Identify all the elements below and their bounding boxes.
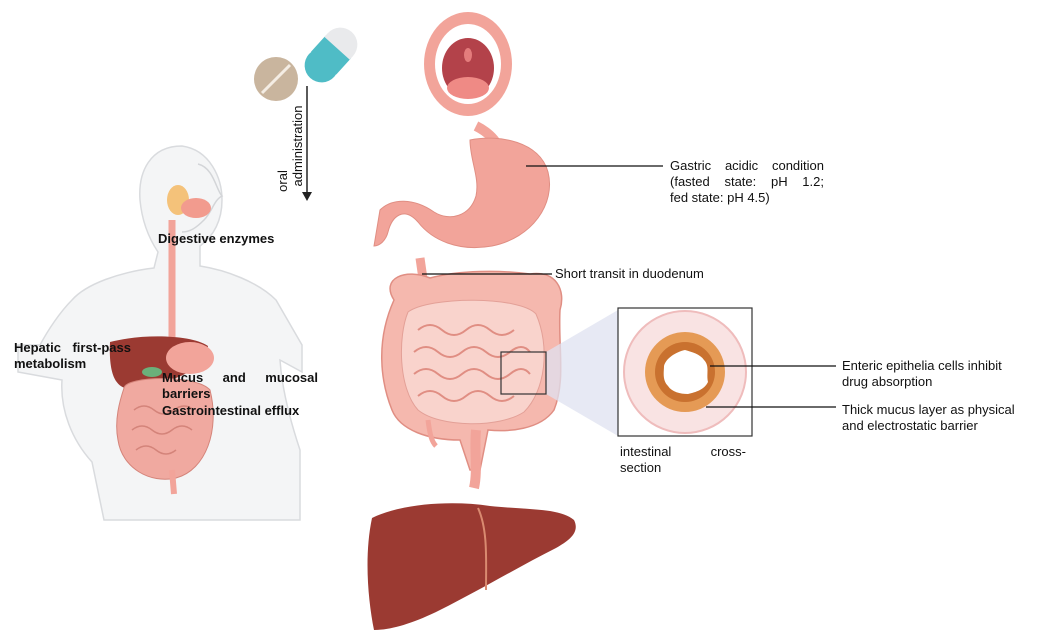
body-rectum xyxy=(172,470,174,494)
mouth-illustration xyxy=(424,12,512,116)
cross-section-label-1: intestinal cross- xyxy=(620,444,746,460)
gastric-label-3: fed state: pH 4.5) xyxy=(670,190,770,206)
oral-administration-label-2: administration xyxy=(290,96,305,196)
liver-illustration xyxy=(368,503,576,630)
pills-illustration xyxy=(254,21,364,101)
tongue xyxy=(447,77,489,99)
digestive-enzymes-label: Digestive enzymes xyxy=(158,231,274,247)
enteric-label-1: Enteric epithelia cells inhibit xyxy=(842,358,1002,374)
gastric-label-2: (fasted state: pH 1.2; xyxy=(670,174,824,190)
stomach-illustration xyxy=(374,126,550,248)
human-body-figure xyxy=(18,146,302,520)
cross-section-label-2: section xyxy=(620,460,661,476)
mucus-layer-label-1: Thick mucus layer as physical xyxy=(842,402,1015,418)
oral-administration-label-1: oral xyxy=(275,166,290,196)
uvula xyxy=(464,48,472,62)
hepatic-label-1: Hepatic first-pass xyxy=(14,340,131,356)
enteric-label-2: drug absorption xyxy=(842,374,932,390)
small-intestine xyxy=(401,300,544,424)
duodenum-label: Short transit in duodenum xyxy=(555,266,704,282)
cross-section-illustration xyxy=(624,311,746,433)
capsule-icon xyxy=(298,21,365,90)
mucus-layer-label-2: and electrostatic barrier xyxy=(842,418,978,434)
stomach xyxy=(374,138,550,247)
intestines-illustration xyxy=(382,258,562,488)
hepatic-label-2: metabolism xyxy=(14,356,86,372)
mucus-barriers-label-1: Mucus and mucosal xyxy=(162,370,318,386)
liver xyxy=(368,503,576,630)
mucus-barriers-label-2: barriers xyxy=(162,386,210,402)
gastric-label-1: Gastric acidic condition xyxy=(670,158,824,174)
efflux-label: Gastrointestinal efflux xyxy=(162,403,299,419)
mouth-cavity xyxy=(181,198,211,218)
body-gallbladder xyxy=(142,367,162,377)
rectum xyxy=(474,430,476,488)
